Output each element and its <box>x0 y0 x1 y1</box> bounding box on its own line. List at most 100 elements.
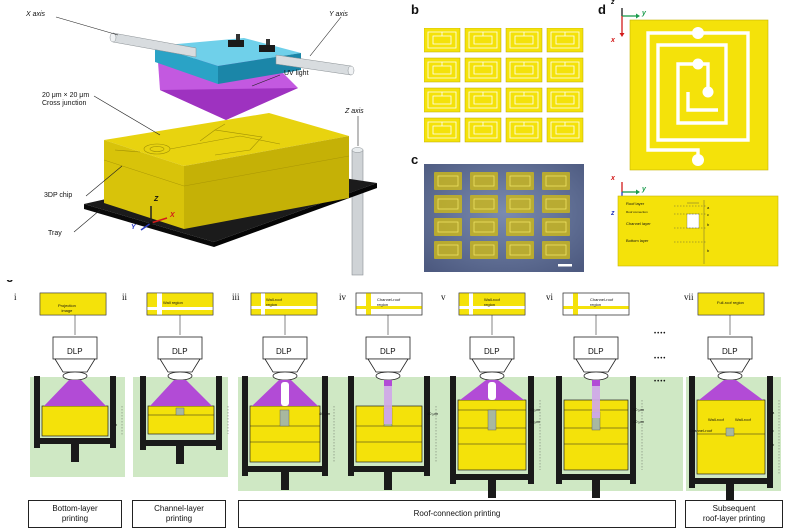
printed-chip <box>506 241 534 259</box>
dim-iii-40: 40 μm <box>319 411 331 416</box>
chip-layout-cell <box>505 117 543 143</box>
dim-vii-c: c <box>772 428 774 433</box>
dim-v-10: 10 μm <box>529 407 541 412</box>
scale-bar <box>558 264 572 267</box>
dlp-label-iii: DLP <box>276 347 292 356</box>
vii-wall-roof-right: Wall-roof <box>735 417 751 422</box>
uv-light-label: UV light <box>284 70 309 77</box>
printed-chip <box>470 241 498 259</box>
print-step-4 <box>348 292 437 490</box>
printed-chip <box>542 195 570 213</box>
panel-label-d: d <box>598 2 606 17</box>
caption-roof-connection: Roof-connection printing <box>238 500 676 528</box>
proj-text-iii: Wall-roof region <box>266 297 282 307</box>
chip-layout-cell <box>505 87 543 113</box>
layer-roof: Roof layer <box>626 201 645 206</box>
dim-c: c <box>707 212 709 217</box>
dim-b2: b <box>707 248 710 253</box>
printed-chip <box>470 172 498 190</box>
caption-bottom-layer: Bottom-layer printing <box>28 500 122 528</box>
printed-chip <box>434 241 462 259</box>
print-step-2 <box>140 292 229 464</box>
chip-layout-cell <box>424 117 461 143</box>
dim-vi-10: 10 μm <box>633 407 645 412</box>
dlp-label-vi: DLP <box>588 347 604 356</box>
panel-b-chip-grid <box>424 28 584 143</box>
dim-iv-40: 40 μm <box>427 411 439 416</box>
vii-wall-roof-left: Wall-roof <box>708 417 724 422</box>
dlp-label-vii: DLP <box>722 347 738 356</box>
cross-junction-label: 20 μm × 20 μm Cross junction <box>42 92 90 107</box>
chip-layout-cell <box>505 57 543 83</box>
panel-e-steps <box>34 292 780 500</box>
dlp-label-iv: DLP <box>380 347 396 356</box>
printed-chip <box>506 172 534 190</box>
chip-layout-cell <box>546 117 584 143</box>
ellipsis-2: •••• <box>654 356 667 362</box>
chip-layout-cell <box>546 28 584 53</box>
proj-text-i: Projection image <box>58 303 76 313</box>
printed-chip <box>470 218 498 236</box>
caption-channel-layer: Channel-layer printing <box>132 500 226 528</box>
printed-chip <box>506 195 534 213</box>
chip-layout-cell <box>464 117 502 143</box>
d2-axis-y: y <box>642 186 646 193</box>
chip-layout-cell <box>505 28 543 53</box>
layer-channel: Channel layer <box>626 221 651 226</box>
printed-chip <box>506 218 534 236</box>
step-vi-numeral: vi <box>546 292 554 302</box>
proj-text-vii: Full-roof region <box>717 300 744 305</box>
print-step-5 <box>450 292 541 498</box>
step-vii-numeral: vii <box>684 292 694 302</box>
printed-chip <box>434 195 462 213</box>
chip-layout-cell <box>464 87 502 113</box>
z-axis-rod <box>351 149 364 276</box>
d-axis-y: y <box>642 10 646 17</box>
dim-vi-40: 40 μm <box>633 419 645 424</box>
dim-vii-a: a <box>772 410 775 415</box>
printed-chip <box>542 218 570 236</box>
triad-z: Z <box>154 196 159 203</box>
dlp-label-ii: DLP <box>172 347 188 356</box>
proj-text-v: Wall-roof region <box>484 297 500 307</box>
panel-a-illustration <box>0 0 410 280</box>
printed-chip <box>542 241 570 259</box>
d-axis-x: x <box>611 37 615 44</box>
printed-chip <box>542 172 570 190</box>
chip-layout-cell <box>424 57 461 83</box>
chip-layout-cell <box>546 87 584 113</box>
proj-text-iv: Channel-roof region <box>377 297 401 307</box>
print-step-1 <box>34 292 123 462</box>
printed-chip <box>470 195 498 213</box>
dim-b1: b <box>707 222 710 227</box>
dim-a: a <box>707 205 710 210</box>
ellipsis-1: •••• <box>654 331 667 337</box>
printed-chip <box>434 172 462 190</box>
dlp-label-i: DLP <box>67 347 83 356</box>
step-i-numeral: i <box>14 292 17 302</box>
print-step-6 <box>556 292 643 498</box>
dim-v-40: 40 μm <box>529 419 541 424</box>
triad-y: Y <box>131 224 136 231</box>
dim-vii-b: b <box>772 442 775 447</box>
ellipsis-3: •••• <box>654 379 667 385</box>
chip-layout-cell <box>424 87 461 113</box>
channel-section <box>686 213 700 229</box>
triad-x: X <box>170 212 175 219</box>
dim-i-b: b <box>115 422 118 427</box>
step-ii-numeral: ii <box>122 292 128 302</box>
z-axis-label: Z axis <box>345 108 364 115</box>
chip-layout-cell <box>424 28 461 53</box>
panel-label-b: b <box>411 2 419 17</box>
chip-layout-cell <box>546 57 584 83</box>
vii-channel-roof: Channel-roof <box>689 428 713 433</box>
y-axis-label: Y axis <box>329 11 348 18</box>
caption-subsequent-roof: Subsequent roof-layer printing <box>685 500 783 528</box>
layer-roof-connection: Roof connection <box>626 210 648 214</box>
step-iv-numeral: iv <box>339 292 347 302</box>
cross-section-plate <box>617 195 779 267</box>
chip-layout-cell <box>464 57 502 83</box>
d-axis-z: z <box>611 0 615 6</box>
d2-axis-z: z <box>611 210 615 217</box>
panel-d-layout <box>617 8 779 267</box>
